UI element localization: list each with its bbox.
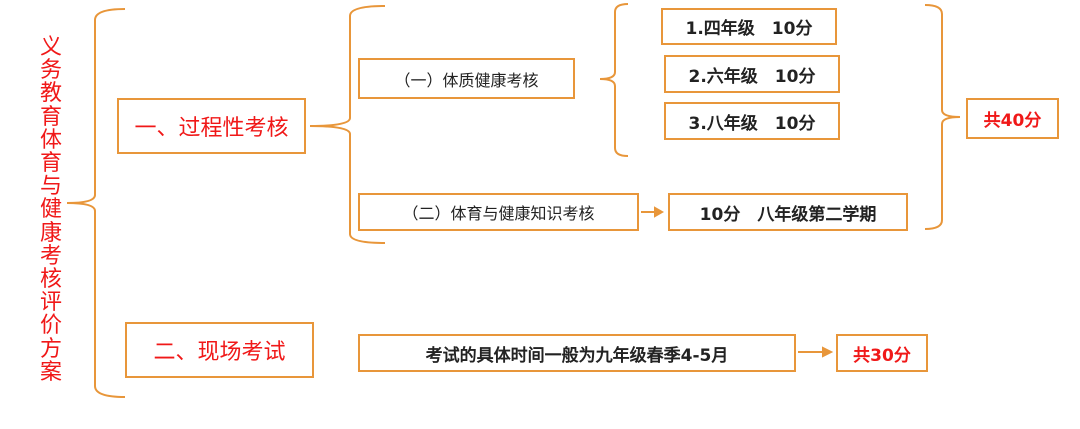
fitness-assessment-box: （一）体质健康考核 [358, 58, 575, 99]
total-40-box: 共40分 [966, 98, 1059, 139]
grade-item: 2.六年级 10分 [664, 55, 840, 93]
onsite-exam-box: 二、现场考试 [125, 322, 314, 378]
brace-total [924, 4, 961, 230]
plan-title: 义务教育体育与健康考核评价方案 [39, 35, 62, 385]
brace-sub1 [599, 3, 629, 157]
process-assessment-box: 一、过程性考核 [117, 98, 306, 154]
knowledge-detail-box: 10分 八年级第二学期 [668, 193, 908, 231]
total-30-box: 共30分 [836, 334, 928, 372]
knowledge-assessment-box: （二）体育与健康知识考核 [358, 193, 639, 231]
brace-part1 [309, 5, 386, 244]
brace-main [66, 8, 126, 398]
grade-item: 1.四年级 10分 [661, 8, 837, 45]
exam-time-box: 考试的具体时间一般为九年级春季4-5月 [358, 334, 796, 372]
grade-item: 3.八年级 10分 [664, 102, 840, 140]
